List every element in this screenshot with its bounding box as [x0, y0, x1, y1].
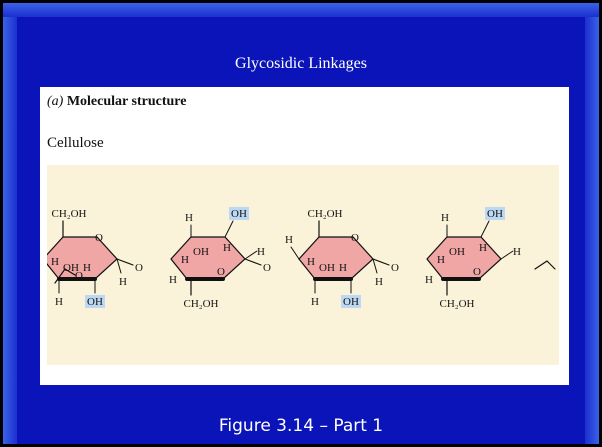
- hydrogen-label: H: [55, 296, 63, 308]
- hydrogen-label: H: [441, 212, 449, 224]
- oh-highlight: [229, 207, 249, 220]
- molecule-name: Cellulose: [47, 135, 104, 151]
- hydroxyl-label: OH: [487, 208, 503, 220]
- panel-title: Molecular structure: [66, 94, 187, 109]
- cellulose-structure-diagram: OCH₂OHHHOHHHOHHOHOHOHHHHHOCH₂OHOOCH₂OHHH…: [29, 207, 556, 310]
- h-bond: [116, 258, 122, 274]
- glycosidic-bond: [116, 258, 134, 266]
- slide-left-edge: [3, 3, 17, 444]
- hydroxyl-label: OH: [319, 262, 335, 274]
- oh-highlight: [85, 295, 105, 308]
- hydrogen-label: H: [51, 256, 59, 268]
- hydrogen-label: H: [425, 274, 433, 286]
- hydroxyl-label: OH: [87, 296, 103, 308]
- hydrogen-label: H: [83, 262, 91, 274]
- glycosidic-bond: [372, 258, 390, 266]
- h-bond: [500, 250, 514, 260]
- glycosidic-oxygen-label: O: [263, 262, 271, 274]
- hydrogen-label: H: [375, 276, 383, 288]
- chain-end-oxygen-label: O: [75, 270, 83, 282]
- oh-bond: [480, 220, 490, 238]
- ch2oh-label: CH₂OH: [439, 298, 474, 310]
- hydrogen-label: H: [181, 254, 189, 266]
- oh-highlight: [485, 207, 505, 220]
- chain-end-bond: [534, 260, 548, 270]
- hydroxyl-label: OH: [343, 296, 359, 308]
- ch2oh-label: CH₂OH: [51, 208, 86, 220]
- oh-highlight: [341, 295, 361, 308]
- h-bond: [372, 258, 378, 274]
- slide-title: Glycosidic Linkages: [235, 55, 367, 72]
- hydrogen-label: H: [169, 274, 177, 286]
- ring-oxygen-label: O: [95, 232, 103, 244]
- hydrogen-label: H: [307, 256, 315, 268]
- hydrogen-label: H: [437, 254, 445, 266]
- ring-oxygen-label: O: [217, 266, 225, 278]
- h-bond: [290, 246, 300, 260]
- chain-end-bond: [546, 260, 556, 270]
- slide-top-edge: [3, 3, 599, 17]
- hydrogen-label: H: [119, 276, 127, 288]
- chain-end-bond: [64, 268, 76, 276]
- ring-oxygen-label: O: [473, 266, 481, 278]
- glycosidic-oxygen-label: O: [391, 262, 399, 274]
- glycosidic-bond: [244, 258, 262, 266]
- hydrogen-label: H: [257, 246, 265, 258]
- hydrogen-label: H: [339, 262, 347, 274]
- oh-bond: [224, 220, 234, 238]
- glycosidic-oxygen-label: O: [135, 262, 143, 274]
- hydrogen-label: H: [311, 296, 319, 308]
- slide-right-edge: [585, 3, 599, 444]
- h-bond: [244, 250, 258, 260]
- panel-label: (a) Molecular structure: [47, 94, 186, 110]
- ring-oxygen-label: O: [351, 232, 359, 244]
- figure-panel: (a) Molecular structure Cellulose O CH₂OH…: [29, 87, 569, 385]
- cellulose-structure: OCH₂OHHHOHHHOHHOHOHOHHHHHOCH₂OHOOCH₂OHHH…: [29, 165, 559, 365]
- chain-end-bond: [54, 268, 66, 284]
- panel-letter: (a): [47, 94, 64, 109]
- ch2oh-label: CH₂OH: [183, 298, 218, 310]
- hydrogen-label: H: [223, 242, 231, 254]
- ch2oh-label: CH₂OH: [307, 208, 342, 220]
- hydrogen-label: H: [185, 212, 193, 224]
- hydroxyl-label: OH: [63, 262, 79, 274]
- hydrogen-label: H: [479, 242, 487, 254]
- hydrogen-label: H: [285, 234, 293, 246]
- hydroxyl-label: OH: [449, 246, 465, 258]
- hydroxyl-label: OH: [193, 246, 209, 258]
- hydroxyl-label: OH: [231, 208, 247, 220]
- figure-caption: Figure 3.14 – Part 1: [218, 416, 384, 436]
- hydrogen-label: H: [513, 246, 521, 258]
